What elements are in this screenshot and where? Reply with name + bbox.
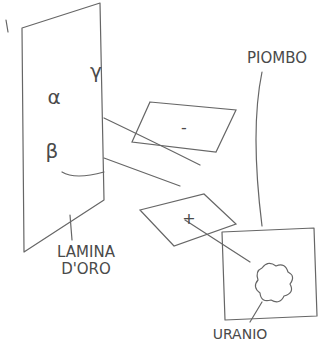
deflection-plate: + — [138, 190, 240, 248]
lead-box — [222, 228, 317, 320]
uranium-blob — [255, 263, 292, 301]
part-label: LAMINA D'ORO — [36, 244, 136, 279]
beta-ray — [62, 172, 104, 176]
leader-line — [256, 72, 262, 226]
gold-foil — [22, 3, 104, 252]
mark — [6, 20, 8, 32]
leader-line — [70, 215, 72, 240]
beam — [104, 158, 180, 186]
part-label: PIOMBO — [236, 50, 318, 67]
plate-shape — [132, 102, 236, 152]
leader-line — [250, 302, 262, 322]
plate-shape — [140, 194, 236, 246]
deflection-plate: - — [130, 100, 238, 156]
ray-label: α — [44, 86, 64, 109]
ray-label: β — [42, 140, 62, 163]
plate-sign: - — [181, 119, 187, 137]
plate-sign: + — [182, 210, 195, 228]
ray-label: γ — [86, 60, 106, 83]
part-label: URANIO — [200, 326, 280, 342]
alpha-ray — [104, 118, 200, 165]
